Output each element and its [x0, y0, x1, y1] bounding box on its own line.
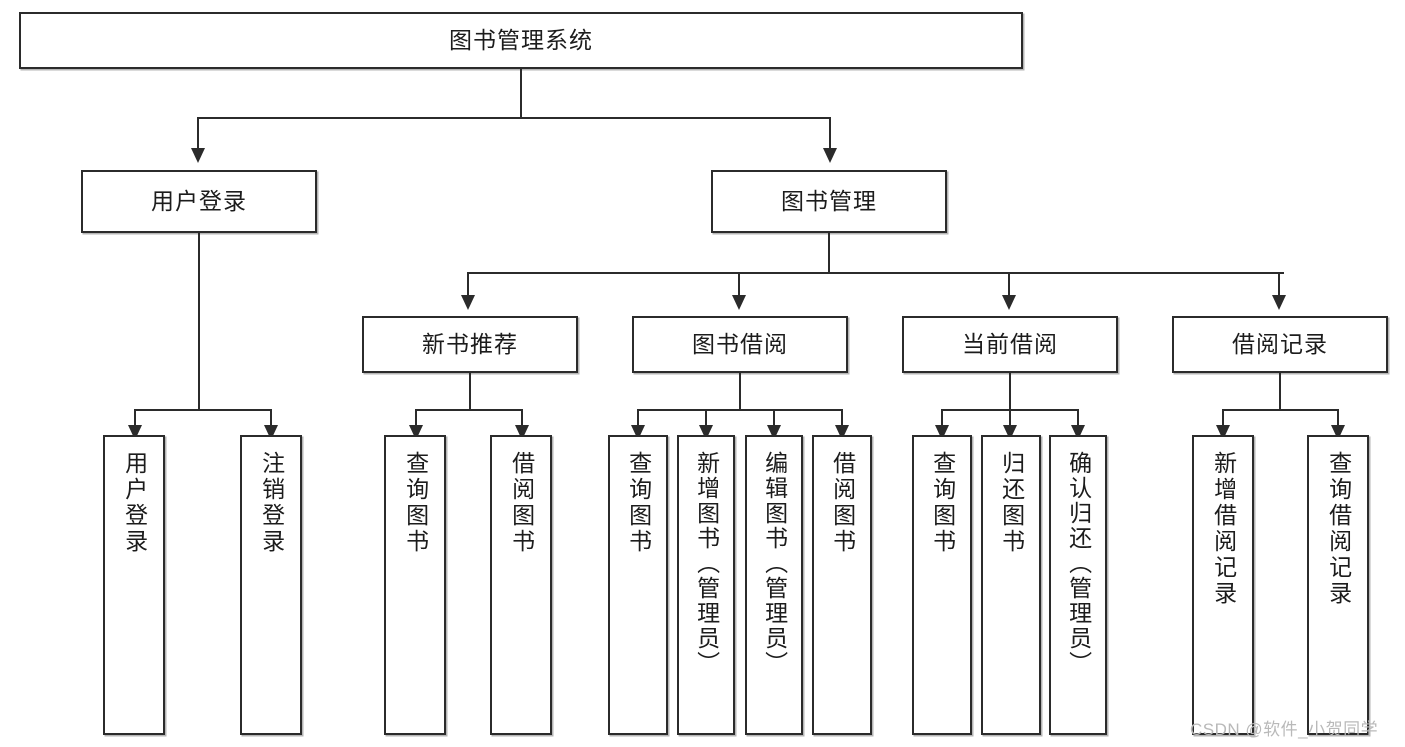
leaf-query-book-current[interactable]: 查询图书	[912, 435, 972, 735]
connector-current-borrow-stem	[1009, 373, 1011, 409]
connector-to-leaf-user-login	[134, 409, 136, 427]
node-label: 查询图书	[402, 451, 429, 555]
node-label: 新增借阅记录	[1210, 451, 1237, 607]
connector-root-to-book-mgmt	[829, 117, 831, 150]
leaf-return-book[interactable]: 归还图书	[981, 435, 1041, 735]
connector-user-login-stem	[198, 233, 200, 409]
node-label: 借阅记录	[1232, 330, 1328, 357]
node-label: 借阅图书	[829, 451, 856, 555]
connector-nb-leaf-2	[521, 409, 523, 427]
connector-borrow-record-bus	[1222, 409, 1337, 411]
connector-br-leaf-1	[1222, 409, 1224, 427]
leaf-confirm-return-admin[interactable]: 确认归还（管理员）	[1049, 435, 1107, 735]
node-label: 新增图书（管理员）	[693, 451, 720, 676]
leaf-add-borrow-record[interactable]: 新增借阅记录	[1192, 435, 1254, 735]
node-label: 用户登录	[121, 451, 148, 555]
node-book-borrow[interactable]: 图书借阅	[632, 316, 848, 373]
connector-to-borrow-record	[1278, 272, 1280, 297]
node-label: 用户登录	[151, 187, 247, 214]
connector-cb-leaf-3	[1077, 409, 1079, 427]
node-label: 归还图书	[998, 451, 1025, 555]
node-label: 借阅图书	[508, 451, 535, 555]
node-label: 确认归还（管理员）	[1065, 451, 1092, 676]
connector-new-book-bus	[415, 409, 523, 411]
connector-root-stem	[520, 69, 522, 117]
csdn-watermark: CSDN @软件_小贺同学	[1190, 720, 1379, 739]
leaf-query-book-borrow[interactable]: 查询图书	[608, 435, 668, 735]
node-label: 图书管理系统	[449, 26, 593, 53]
connector-bb-leaf-4	[841, 409, 843, 427]
connector-root-to-user-login	[197, 117, 199, 150]
node-label: 新书推荐	[422, 330, 518, 357]
node-label: 查询图书	[625, 451, 652, 555]
connector-user-login-bus	[134, 409, 272, 411]
node-label: 图书借阅	[692, 330, 788, 357]
leaf-user-login[interactable]: 用户登录	[103, 435, 165, 735]
arrow-to-user-login	[191, 148, 205, 163]
connector-new-book-stem	[469, 373, 471, 409]
leaf-borrow-book-recommend[interactable]: 借阅图书	[490, 435, 552, 735]
node-new-book-recommend[interactable]: 新书推荐	[362, 316, 578, 373]
leaf-add-book-admin[interactable]: 新增图书（管理员）	[677, 435, 735, 735]
node-label: 查询图书	[929, 451, 956, 555]
connector-borrow-record-stem	[1279, 373, 1281, 409]
connector-to-current-borrow	[1008, 272, 1010, 297]
connector-to-new-book	[467, 272, 469, 297]
node-book-management[interactable]: 图书管理	[711, 170, 947, 233]
node-label: 当前借阅	[962, 330, 1058, 357]
node-label: 注销登录	[258, 451, 285, 555]
node-label: 查询借阅记录	[1325, 451, 1352, 607]
connector-to-book-borrow	[738, 272, 740, 297]
node-label: 编辑图书（管理员）	[761, 451, 788, 676]
arrow-to-book-borrow	[732, 295, 746, 310]
arrow-to-current-borrow	[1002, 295, 1016, 310]
leaf-query-book-recommend[interactable]: 查询图书	[384, 435, 446, 735]
connector-bb-leaf-2	[705, 409, 707, 427]
connector-book-mgmt-bus	[467, 272, 1284, 274]
leaf-edit-book-admin[interactable]: 编辑图书（管理员）	[745, 435, 803, 735]
connector-root-bus	[197, 117, 831, 119]
leaf-logout[interactable]: 注销登录	[240, 435, 302, 735]
connector-book-mgmt-stem	[828, 233, 830, 272]
connector-to-leaf-logout	[270, 409, 272, 427]
connector-cb-leaf-2	[1009, 409, 1011, 427]
arrow-to-new-book	[461, 295, 475, 310]
connector-bb-leaf-1	[637, 409, 639, 427]
node-borrow-record[interactable]: 借阅记录	[1172, 316, 1388, 373]
connector-bb-leaf-3	[773, 409, 775, 427]
leaf-query-borrow-record[interactable]: 查询借阅记录	[1307, 435, 1369, 735]
arrow-to-borrow-record	[1272, 295, 1286, 310]
leaf-borrow-book[interactable]: 借阅图书	[812, 435, 872, 735]
connector-book-borrow-stem	[739, 373, 741, 409]
node-current-borrow[interactable]: 当前借阅	[902, 316, 1118, 373]
node-user-login[interactable]: 用户登录	[81, 170, 317, 233]
arrow-to-book-mgmt	[823, 148, 837, 163]
connector-br-leaf-2	[1337, 409, 1339, 427]
connector-book-borrow-bus	[637, 409, 843, 411]
node-label: 图书管理	[781, 187, 877, 214]
node-root-library-system[interactable]: 图书管理系统	[19, 12, 1023, 69]
connector-nb-leaf-1	[415, 409, 417, 427]
connector-cb-leaf-1	[941, 409, 943, 427]
